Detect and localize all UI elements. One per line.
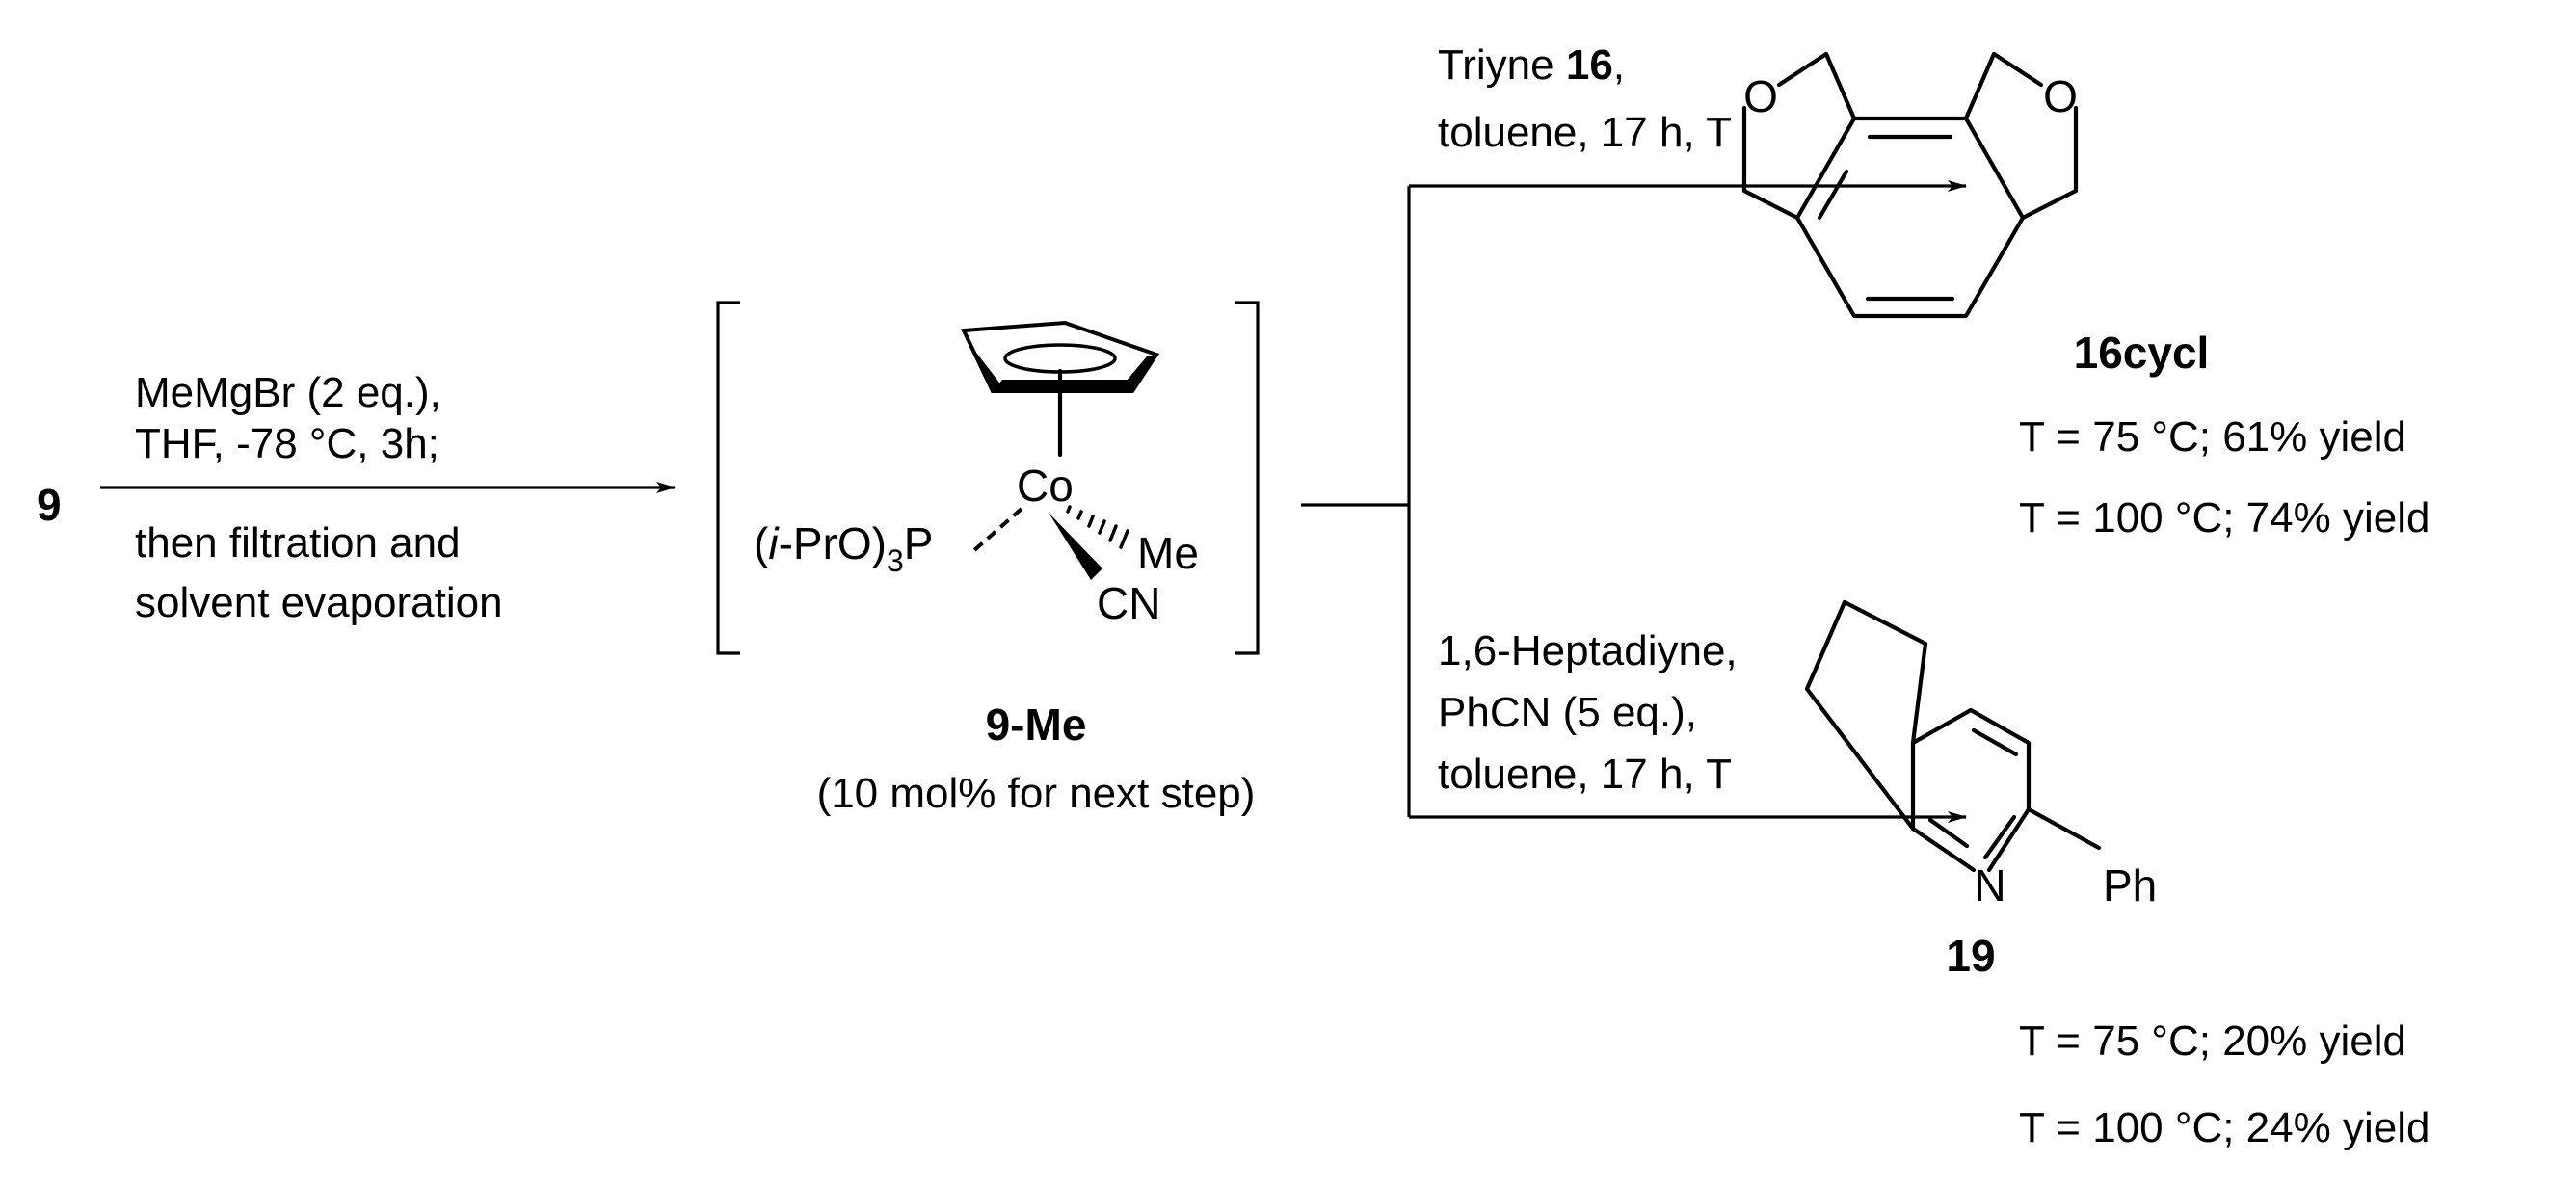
- left-bracket: [716, 301, 740, 655]
- co-p-dashed-bond: [971, 507, 1023, 553]
- product-16cycl-yield-100: T = 100 °C; 74% yield: [2019, 494, 2430, 541]
- lower-condition-line3: toluene, 17 h, T: [1438, 751, 1732, 798]
- co-me-hashed-wedge: [1066, 505, 1129, 549]
- upper-condition-line2: toluene, 17 h, T: [1438, 109, 1732, 156]
- methyl-ligand: Me: [1137, 528, 1199, 578]
- complex-note: (10 mol% for next step): [817, 770, 1256, 817]
- cyano-ligand: CN: [1097, 578, 1160, 628]
- product-19-yield-75: T = 75 °C; 20% yield: [2019, 1017, 2406, 1065]
- product-19-label: 19: [1946, 931, 1995, 981]
- oxygen-atom-right: O: [2043, 71, 2078, 121]
- cobalt-atom: Co: [1017, 461, 1074, 511]
- cp-ring: [960, 320, 1160, 393]
- lower-condition-line1: 1,6-Heptadiyne,: [1438, 627, 1738, 674]
- right-bracket: [1235, 301, 1260, 655]
- phenyl-substituent: Ph: [2103, 860, 2157, 911]
- step1-reagents-line2: THF, -78 °C, 3h;: [135, 420, 439, 467]
- oxygen-atom-left: O: [1743, 71, 1778, 121]
- upper-condition-line1: Triyne 16,: [1438, 41, 1625, 89]
- step1-workup-line2: solvent evaporation: [135, 579, 503, 626]
- product-16cycl-yield-75: T = 75 °C; 61% yield: [2019, 413, 2406, 461]
- product-19-yield-100: T = 100 °C; 24% yield: [2019, 1104, 2430, 1151]
- complex-label: 9-Me: [986, 700, 1087, 750]
- nitrogen-atom: N: [1974, 860, 2005, 911]
- start-compound-label: 9: [37, 480, 62, 530]
- co-cn-bold-wedge: [1049, 513, 1102, 580]
- lower-condition-line2: PhCN (5 eq.),: [1438, 689, 1697, 736]
- phosphite-ligand: (i-PrO)3P: [754, 518, 933, 578]
- product-16cycl-structure: [1741, 51, 2079, 319]
- product-19-structure: [1804, 599, 2102, 873]
- step1-reagents-line1: MeMgBr (2 eq.),: [135, 369, 441, 416]
- step1-workup-line1: then filtration and: [135, 519, 461, 567]
- product-16cycl-label: 16cycl: [2074, 328, 2210, 378]
